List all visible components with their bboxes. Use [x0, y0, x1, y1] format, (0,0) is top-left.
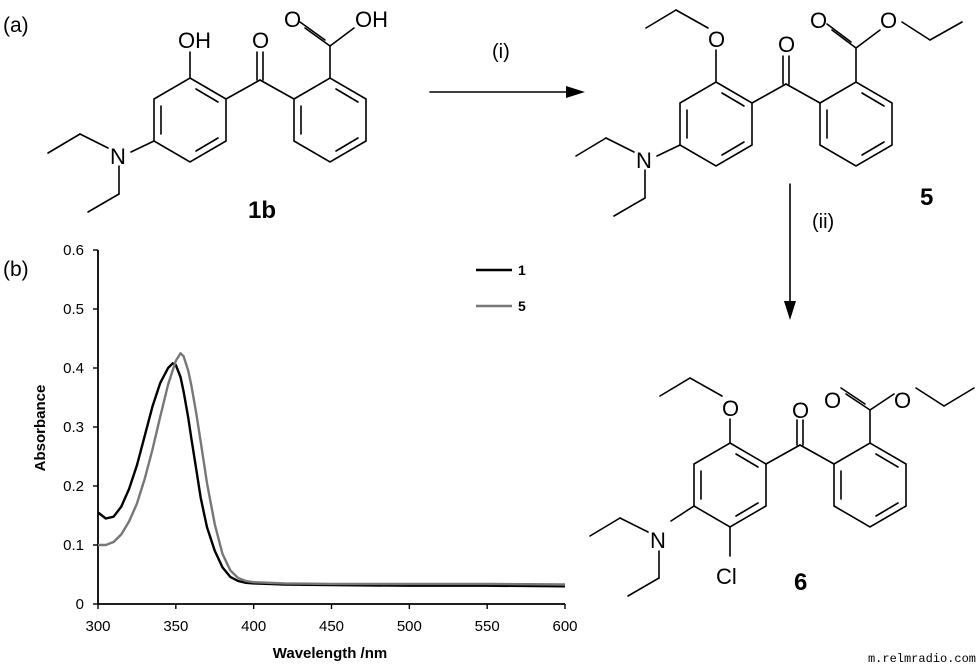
legend-label-1: 1 — [518, 262, 526, 278]
chart-legend: 15 — [476, 262, 526, 314]
x-tick-label: 300 — [85, 618, 110, 635]
o-label-6-ether: O — [722, 396, 739, 421]
arrow-step-i: (i) — [429, 41, 585, 98]
y-tick-label: 0.5 — [63, 301, 84, 318]
y-tick-label: 0.6 — [63, 242, 84, 259]
oh-label-1b: OH — [178, 28, 211, 53]
y-axis-title: Absorbance — [32, 385, 49, 472]
n-label-6: N — [650, 528, 666, 553]
o-label-1b-ketone: O — [252, 28, 269, 53]
compound-label-6: 6 — [794, 569, 807, 596]
y-tick-label: 0.2 — [63, 478, 84, 495]
y-tick-label: 0 — [76, 596, 84, 613]
o-label-5-ester: O — [880, 8, 897, 33]
y-tick-label: 0.3 — [63, 419, 84, 436]
x-tick-label: 550 — [475, 618, 500, 635]
o-label-6-ketone: O — [792, 398, 809, 423]
x-tick-label: 500 — [397, 618, 422, 635]
panel-label-b: (b) — [3, 258, 29, 281]
series-line-1 — [97, 362, 566, 588]
compound-label-5: 5 — [920, 184, 933, 211]
structure-5: O N O O O 5 — [575, 8, 963, 217]
step-label-i: (i) — [492, 41, 510, 63]
legend-label-5: 5 — [518, 298, 526, 314]
y-tick-label: 0.4 — [63, 360, 84, 377]
compound-label-1b: 1b — [248, 197, 276, 224]
n-label-5: N — [636, 148, 652, 173]
oh-label-1b-acid: OH — [355, 7, 388, 32]
cl-label-6: Cl — [716, 564, 737, 589]
absorbance-chart: 0 0.1 0.2 0.3 0.4 0.5 0.6 300 350 400 450 500 550 60… — [32, 242, 578, 662]
x-axis-title: Wavelength /nm — [273, 645, 387, 662]
o-label-5-ketone: O — [778, 32, 795, 57]
panel-label-a: (a) — [3, 14, 29, 37]
series-line-5 — [98, 352, 566, 586]
x-tick-label: 350 — [163, 618, 188, 635]
step-label-ii: (ii) — [812, 211, 834, 233]
structure-6: O N Cl O O O 6 — [589, 377, 975, 597]
n-label-1b: N — [110, 144, 126, 169]
o-label-1b-acid: O — [284, 7, 301, 32]
watermark-text: m.relmradio.com — [868, 652, 976, 666]
o-label-6-ester-carbonyl: O — [824, 388, 841, 413]
x-tick-label: 400 — [241, 618, 266, 635]
x-tick-label: 600 — [552, 618, 577, 635]
o-label-6-ester: O — [894, 388, 911, 413]
o-label-5-ether: O — [708, 27, 725, 52]
structure-1b: OH N O O OH 1b — [47, 7, 388, 224]
x-tick-label: 450 — [319, 618, 344, 635]
arrow-step-ii: (ii) — [784, 183, 834, 320]
y-tick-label: 0.1 — [63, 537, 84, 554]
o-label-5-ester-carbonyl: O — [810, 8, 827, 33]
